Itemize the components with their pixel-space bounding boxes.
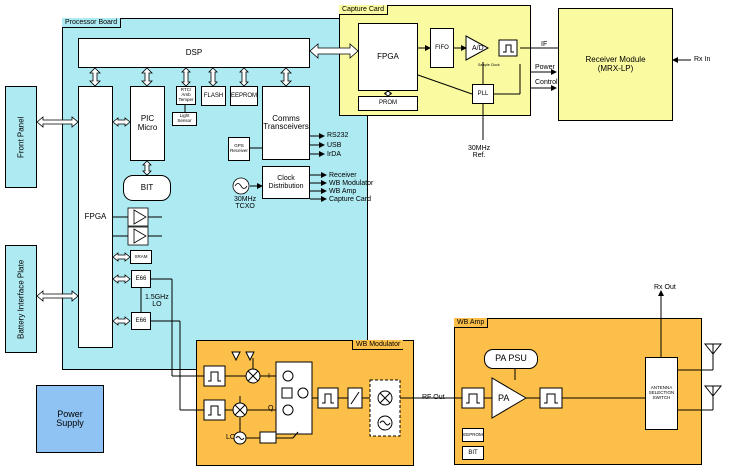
clock-output-wb-amp: WB Amp [329, 188, 357, 195]
rx-in-label: Rx In [694, 56, 711, 63]
amp-eeprom-block: EEPROM [462, 428, 484, 442]
antenna-selection-switch-block: ANTENNA SELECTION SWITCH [645, 357, 678, 430]
lo-1-5ghz-label: 1.5GHz LO [145, 294, 169, 308]
modulator-lo-label: LO [226, 434, 236, 441]
front-panel-block: Front Panel [5, 86, 37, 188]
comms-transceivers-block: Comms Transceivers [262, 86, 310, 160]
rtc-block: RTC/ Amb Temper [176, 86, 196, 105]
comms-output-usb: USB [327, 142, 342, 149]
pa-label: PA [498, 393, 510, 403]
iq-q-label: Q [268, 405, 274, 412]
dsp-block: DSP [78, 38, 310, 68]
battery-interface-plate-block: Battery Interface Plate [5, 245, 37, 353]
clock-distribution-block: Clock Distribution [262, 166, 310, 199]
processor-board-title: Processor Board [62, 18, 122, 28]
capture-card-title: Capture Card [339, 5, 389, 15]
ref-30mhz-label: 30MHz Ref. [468, 145, 491, 159]
wb-modulator-title: WB Modulator [352, 340, 404, 350]
pic-micro-block: PIC Micro [130, 86, 165, 161]
adc-label: A/D [472, 45, 484, 52]
pa-psu-block: PA PSU [484, 349, 538, 369]
capture-if-label: IF [541, 41, 548, 48]
gps-receiver-block: GPS Receiver [228, 137, 250, 161]
wb-amp-title: WB Amp [454, 318, 489, 328]
pll-block: PLL [472, 84, 494, 104]
comms-output-rs232: RS232 [327, 132, 349, 139]
e66-bottom-block: E66 [131, 312, 151, 330]
power-supply-block: Power Supply [36, 385, 104, 453]
e66-top-block: E66 [131, 270, 151, 288]
comms-output-irda: IrDA [327, 151, 341, 158]
sample-clock-label: Sample Clock [478, 63, 500, 67]
receiver-module-block: Receiver Module (MRX-LP) [558, 8, 673, 121]
clock-output-wb-modulator: WB Modulator [329, 180, 374, 187]
fifo-block: FIFO [430, 28, 454, 68]
tcxo-label: 30MHz TCXO [234, 196, 257, 210]
clock-output-receiver: Receiver [329, 172, 357, 179]
clock-output-capture-card: Capture Card [329, 196, 372, 203]
capture-fpga-block: FPGA [358, 23, 418, 91]
processor-fpga-block: FPGA [78, 86, 113, 348]
flash-block: FLASH [201, 86, 226, 106]
prom-block: PROM [358, 96, 418, 111]
amp-bit-block: BIT [462, 446, 484, 460]
capture-power-label: Power [535, 64, 555, 71]
light-sensor-block: Light Sensor [172, 112, 197, 126]
rx-out-label: Rx Out [654, 284, 676, 291]
capture-control-label: Control [535, 79, 558, 86]
